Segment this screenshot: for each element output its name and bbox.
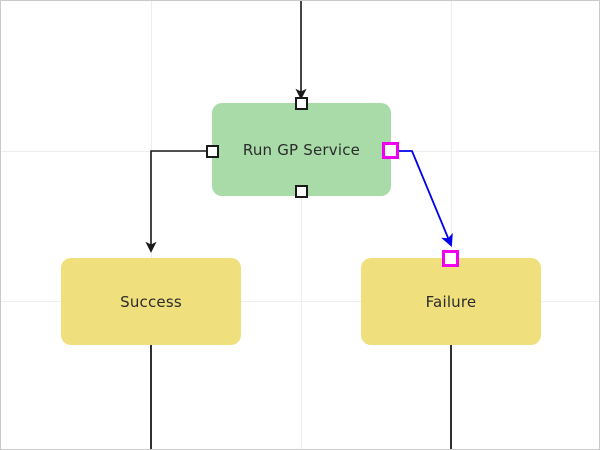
node-label-run-gp-service: Run GP Service <box>242 140 361 159</box>
gridline-vertical <box>451 1 452 449</box>
node-run-gp-service[interactable]: Run GP Service <box>212 103 391 196</box>
node-label-success: Success <box>120 292 182 311</box>
edge-run-gp-to-failure[interactable] <box>397 150 453 247</box>
port-run-gp-bottom[interactable] <box>294 184 308 198</box>
port-run-gp-right-selected[interactable] <box>382 142 399 159</box>
port-failure-top-selected[interactable] <box>442 250 459 267</box>
node-success[interactable]: Success <box>61 258 241 345</box>
edge-run-gp-to-success[interactable] <box>145 150 207 253</box>
port-run-gp-top[interactable] <box>294 96 308 110</box>
gridline-vertical <box>151 1 152 449</box>
port-run-gp-left[interactable] <box>205 144 219 158</box>
node-failure[interactable]: Failure <box>361 258 541 345</box>
node-label-failure: Failure <box>425 292 477 311</box>
gridline-vertical <box>301 1 302 449</box>
